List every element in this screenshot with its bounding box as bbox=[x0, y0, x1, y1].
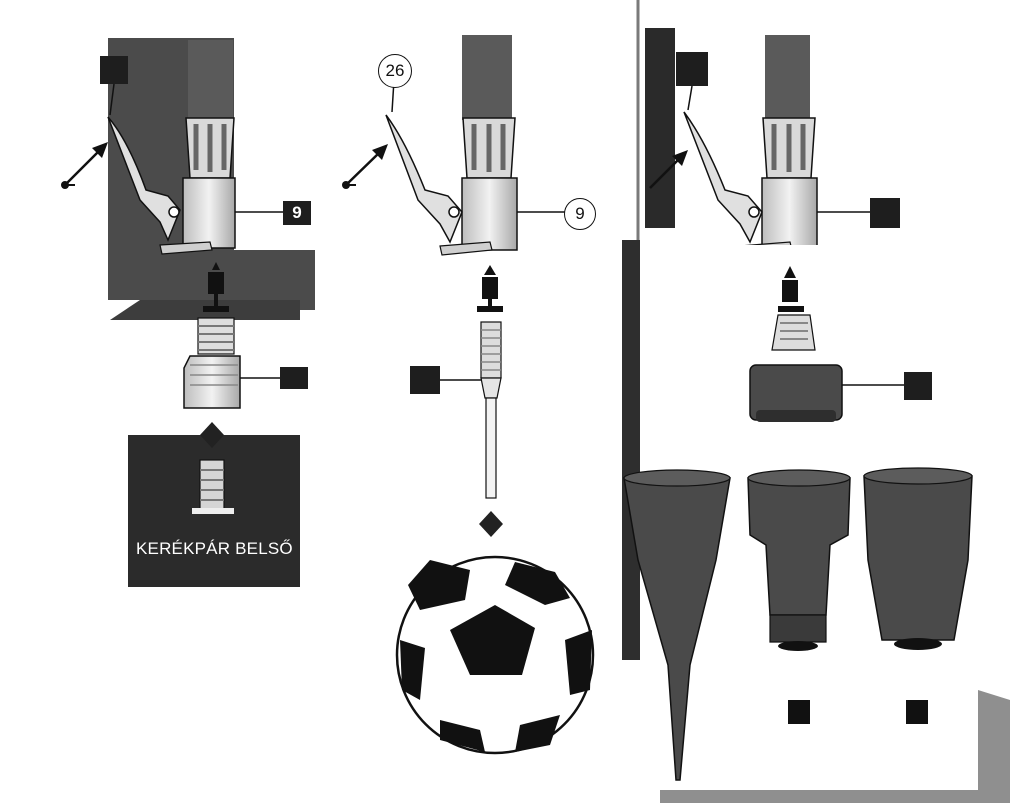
cone-nozzle-icon bbox=[747, 469, 851, 724]
label-26-lever: 26 bbox=[378, 54, 412, 88]
valve-adapter-icon bbox=[749, 314, 843, 422]
lever-icon bbox=[385, 114, 463, 244]
pump-head-icon bbox=[761, 117, 818, 251]
hose bbox=[188, 40, 233, 120]
panel-ball bbox=[342, 35, 595, 755]
lever-icon bbox=[107, 116, 181, 242]
label-9-ball: 9 bbox=[564, 198, 596, 230]
needle-icon bbox=[477, 265, 503, 499]
hose bbox=[765, 35, 810, 120]
lever-icon bbox=[683, 111, 763, 244]
panel-inflatables bbox=[622, 28, 1024, 803]
arrow-icon bbox=[649, 150, 688, 189]
valve-adapter-icon bbox=[183, 317, 241, 409]
arrow-icon bbox=[342, 144, 388, 189]
panel-bicycle bbox=[61, 38, 315, 587]
label-9-bicycle: 9 bbox=[283, 201, 311, 225]
needle-icon bbox=[203, 262, 229, 312]
soccer-ball-icon bbox=[395, 555, 595, 755]
cone-nozzle-icon bbox=[623, 469, 731, 781]
pump-head-icon bbox=[461, 117, 518, 251]
arrow-icon bbox=[61, 142, 108, 189]
caption-bicycle-tube: KERÉKPÁR BELSŐ bbox=[136, 539, 293, 558]
hose bbox=[462, 35, 512, 120]
cone-nozzle-icon bbox=[863, 467, 973, 724]
needle-icon bbox=[778, 266, 804, 312]
pump-head-icon bbox=[182, 117, 236, 249]
